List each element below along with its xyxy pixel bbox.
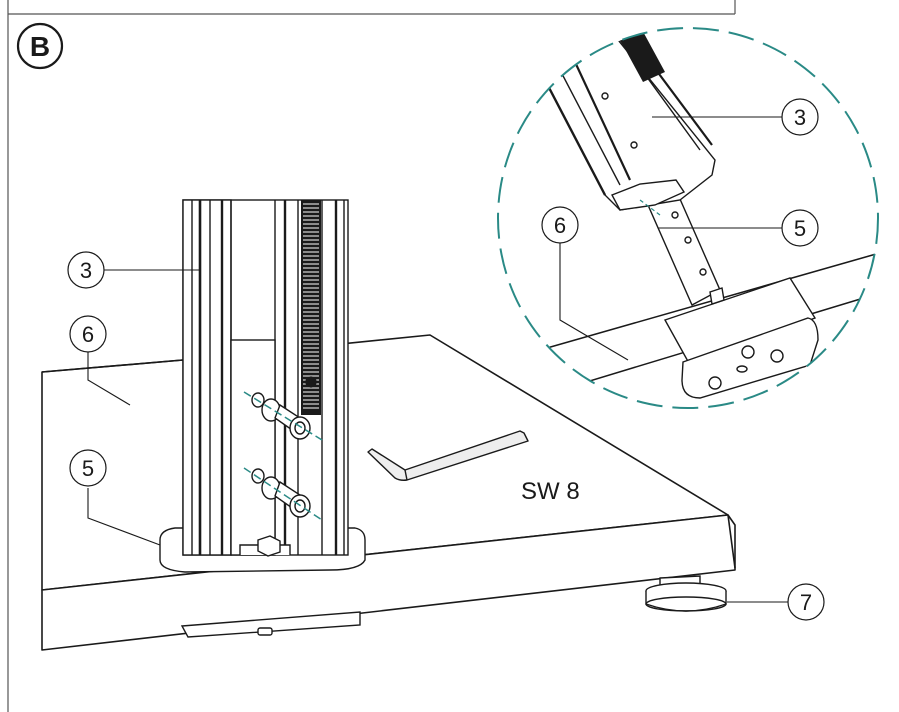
levelling-foot xyxy=(645,575,727,612)
bolt-axis-lines xyxy=(243,391,323,521)
callout-3-detail: 3 xyxy=(781,98,819,136)
callout-5-detail-label: 5 xyxy=(794,216,806,241)
tool-size-label: SW 8 xyxy=(521,478,580,505)
callout-6-main: 6 xyxy=(69,315,107,353)
callout-6-detail: 6 xyxy=(541,206,579,244)
callout-3-detail-label: 3 xyxy=(794,105,806,130)
under-bracket xyxy=(180,611,361,638)
callout-3-main-label: 3 xyxy=(80,258,92,283)
callout-5-main: 5 xyxy=(69,449,107,487)
detail-view xyxy=(498,28,878,408)
callout-6-main-label: 6 xyxy=(82,322,94,347)
leader-lines xyxy=(87,116,788,603)
callout-3-main: 3 xyxy=(67,251,105,289)
step-badge: B xyxy=(16,22,64,70)
callout-5-detail: 5 xyxy=(781,209,819,247)
callout-6-detail-label: 6 xyxy=(554,213,566,238)
detail-circle-border xyxy=(497,27,879,409)
callout-7-main: 7 xyxy=(787,583,825,621)
allen-key xyxy=(367,430,529,481)
step-letter: B xyxy=(30,31,50,62)
callout-5-main-label: 5 xyxy=(82,456,94,481)
column-profile xyxy=(159,199,366,573)
page-frame xyxy=(7,0,736,712)
callout-7-main-label: 7 xyxy=(800,590,812,615)
